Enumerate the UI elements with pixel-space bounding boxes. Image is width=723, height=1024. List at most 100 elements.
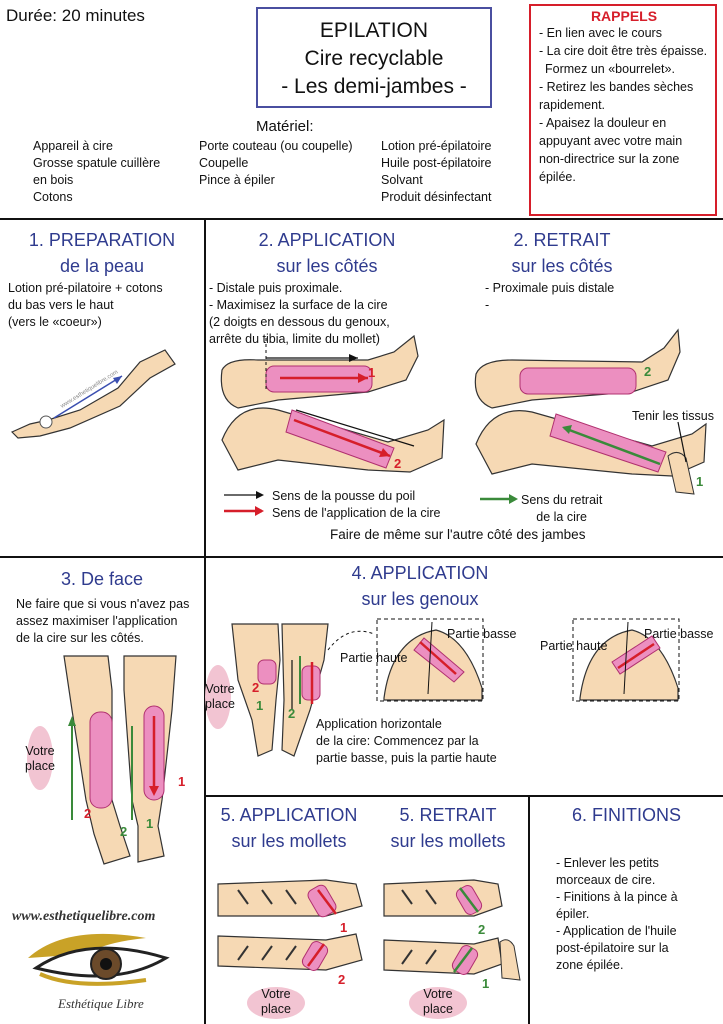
s6-line: zone épilée. <box>556 958 624 972</box>
s4-knee-detail-2 <box>572 618 680 702</box>
s4-partie-haute-1: Partie haute <box>340 651 408 665</box>
s2a-legend-arrows <box>224 491 264 516</box>
rappels-title: RAPPELS <box>590 8 658 24</box>
s2b-legend-arrow <box>480 494 518 504</box>
s6-text: - Enlever les petits morceaux de cire. -… <box>556 855 678 974</box>
s4-text: Application horizontale de la cire: Comm… <box>316 716 497 767</box>
s4-line: de la cire: Commencez par la <box>316 734 479 748</box>
rappels-box: RAPPELS - En lien avec le cours - La cir… <box>529 4 717 216</box>
s1-text: Lotion pré-pilatoire + cotons du bas ver… <box>8 280 163 331</box>
s3-line: assez maximiser l'application <box>16 614 178 628</box>
title-line2: Cire recyclable <box>304 47 444 70</box>
s3-line: Ne faire que si vous n'avez pas <box>16 597 190 611</box>
title-line1: EPILATION <box>319 19 429 42</box>
your-place-line: place <box>261 1002 291 1016</box>
s2a-line: arrête du tibia, limite du mollet) <box>209 332 380 346</box>
s4-line: partie basse, puis la partie haute <box>316 751 497 765</box>
s5b-calves-illustration: 2 1 <box>383 879 521 991</box>
divider <box>204 218 206 796</box>
s1-line: Lotion pré-pilatoire + cotons <box>8 281 163 295</box>
s2a-legend: Sens de la pousse du poil Sens de l'appl… <box>272 488 440 522</box>
s1-title: 1. PREPARATION de la peau <box>0 227 204 279</box>
s2a-legs-illustration: 1 2 <box>220 334 445 473</box>
logo-url: www.esthetiquelibre.com <box>12 909 156 924</box>
your-place-line: Votre <box>261 987 291 1001</box>
your-place-line: place <box>423 1002 453 1016</box>
s2b-title-line2: sur les côtés <box>511 256 613 276</box>
same-other-side-note: Faire de même sur l'autre côté des jambe… <box>330 527 586 542</box>
materiel-item: Pince à épiler <box>199 173 275 187</box>
step-number-1: 1 <box>340 920 347 935</box>
step-number-2: 2 <box>644 364 651 379</box>
s2b-line: - <box>485 298 490 312</box>
s4-your-place: Votre place <box>201 682 239 712</box>
rappels-item: - La cire doit être très épaisse. <box>539 44 708 58</box>
step-number-1-green: 1 <box>146 816 153 831</box>
s5b-your-place: Votre place <box>408 987 468 1017</box>
your-place-line: place <box>25 759 55 773</box>
s2a-line: - Maximisez la surface de la cire <box>209 298 388 312</box>
divider <box>0 556 723 558</box>
s2a-title-line1: 2. APPLICATION <box>258 230 396 250</box>
rappels-item: - Apaisez la douleur en <box>539 116 667 130</box>
s4-title: 4. APPLICATION sur les genoux <box>300 560 540 612</box>
s1-title-line2: de la peau <box>59 256 145 276</box>
legend-removal-direction-2: de la cire <box>536 510 588 524</box>
s1-title-line1: 1. PREPARATION <box>28 230 176 250</box>
materiel-item: en bois <box>33 173 74 187</box>
s6-title: 6. FINITIONS <box>571 805 681 825</box>
s2b-line: - Proximale puis distale <box>485 281 615 295</box>
step-number-2: 2 <box>252 680 259 695</box>
step-number-2: 2 <box>338 972 345 987</box>
materiel-item: Appareil à cire <box>33 139 113 153</box>
s5a-your-place: Votre place <box>246 987 306 1017</box>
materiel-item: Produit désinfectant <box>381 190 492 204</box>
s2b-title: 2. RETRAIT sur les côtés <box>462 227 662 279</box>
materiel-item: Huile post-épilatoire <box>381 156 492 170</box>
rappels-item: appuyant avec votre main <box>539 134 683 148</box>
s5b-title-line1: 5. RETRAIT <box>399 805 497 825</box>
step-number-1: 1 <box>256 698 263 713</box>
step-number-2-green: 2 <box>120 824 127 839</box>
s3-text: Ne faire que si vous n'avez pas assez ma… <box>16 596 189 647</box>
step-number-2-green: 2 <box>288 706 295 721</box>
your-place-line: place <box>205 697 235 711</box>
materiel-heading: Matériel: <box>256 118 314 135</box>
s2a-title-line2: sur les côtés <box>276 256 378 276</box>
step-number-1: 1 <box>482 976 489 991</box>
s5a-title-line2: sur les mollets <box>231 831 347 851</box>
s4-partie-basse-2: Partie basse <box>644 627 714 641</box>
s2a-line: - Distale puis proximale. <box>209 281 343 295</box>
your-place-ellipse <box>27 726 53 790</box>
step-number-2: 2 <box>394 456 401 471</box>
divider <box>0 218 723 220</box>
s6-line: - Enlever les petits <box>556 856 659 870</box>
s3-title: 3. De face <box>60 569 144 589</box>
eye-logo-icon <box>28 933 170 986</box>
s4-title-line1: 4. APPLICATION <box>351 563 489 583</box>
s3-your-place: Votre place <box>20 744 60 774</box>
s1-line: du bas vers le haut <box>8 298 114 312</box>
s4-partie-haute-2: Partie haute <box>540 639 608 653</box>
materiel-item: Cotons <box>33 190 73 204</box>
s3-line: de la cire sur les côtés. <box>16 631 144 645</box>
rappels-item: rapidement. <box>539 98 606 112</box>
s6-line: épiler. <box>556 907 590 921</box>
step-number-1: 1 <box>368 365 375 380</box>
hold-tissue-label: Tenir les tissus <box>632 409 714 423</box>
s6-line: post-épilatoire sur la <box>556 941 669 955</box>
materiel-col1: Appareil à cire Grosse spatule cuillère … <box>33 138 160 206</box>
step-number-2: 2 <box>84 806 91 821</box>
divider <box>204 795 206 1024</box>
step-number-1: 1 <box>178 774 185 789</box>
s4-partie-basse-1: Partie basse <box>447 627 517 641</box>
s3-front-legs-illustration: 2 2 1 1 <box>63 655 185 865</box>
legend-wax-direction: Sens de l'application de la cire <box>272 506 441 520</box>
materiel-col2: Porte couteau (ou coupelle) Coupelle Pin… <box>199 138 353 189</box>
your-place-line: Votre <box>423 987 453 1001</box>
materiel-col3: Lotion pré-épilatoire Huile post-épilato… <box>381 138 492 206</box>
s6-line: - Finitions à la pince à <box>556 890 678 904</box>
title-box: EPILATION Cire recyclable - Les demi-jam… <box>256 7 492 108</box>
legend-hair-direction: Sens de la pousse du poil <box>272 489 416 503</box>
s6-line: - Application de l'huile <box>556 924 677 938</box>
